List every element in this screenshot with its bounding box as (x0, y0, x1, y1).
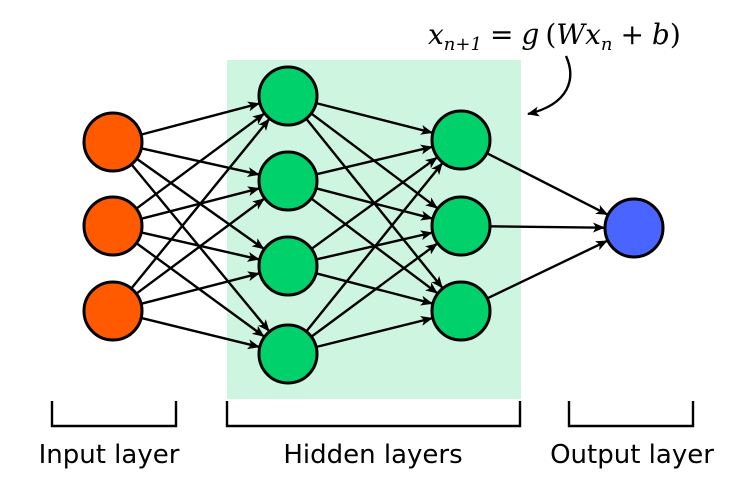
edge-l0-2-to-1 (135, 197, 265, 295)
input-node-0-2 (82, 280, 144, 342)
edge-l2-0-to-0 (486, 152, 609, 216)
edge-l0-2-to-3 (140, 316, 260, 350)
hidden-node-1-1 (257, 150, 319, 212)
network-nodes (82, 65, 665, 385)
edge-l0-2-to-0 (130, 118, 270, 290)
edge-l1-0-to-0 (315, 101, 433, 135)
edge-l1-2-to-0 (310, 156, 438, 250)
input-node-0-1 (82, 195, 144, 257)
formula-pointer-arrow (527, 55, 572, 117)
connection-edges (130, 101, 609, 350)
hidden-layers-bracket (225, 401, 522, 428)
hidden-node-2-1 (430, 195, 492, 257)
edge-l1-1-to-0 (315, 144, 433, 176)
edge-l0-1-to-0 (135, 112, 265, 210)
hidden-node-1-3 (257, 323, 319, 385)
edge-l1-3-to-1 (310, 242, 438, 338)
edge-l1-3-to-2 (315, 316, 433, 349)
hidden-node-2-2 (430, 280, 492, 342)
output-layer-label: Output layer (550, 440, 714, 470)
edge-l1-3-to-0 (305, 162, 444, 333)
edge-l0-0-to-0 (140, 101, 260, 136)
hidden-node-1-0 (257, 65, 319, 127)
input-node-0-0 (82, 111, 144, 173)
input-layer-label: Input layer (39, 440, 180, 470)
hidden-layers-label: Hidden layers (283, 440, 462, 470)
output-layer-bracket (567, 401, 695, 428)
output-node-3-0 (603, 197, 665, 259)
hidden-node-2-0 (430, 109, 492, 171)
hidden-node-1-2 (257, 235, 319, 297)
input-layer-bracket (50, 401, 178, 428)
edge-l2-2-to-0 (486, 239, 608, 300)
edge-l0-2-to-2 (140, 271, 260, 305)
edge-l2-1-to-0 (489, 222, 606, 233)
formula-text: xn+1=g(Wxn+b) (428, 18, 681, 55)
edge-l1-2-to-2 (315, 272, 433, 306)
